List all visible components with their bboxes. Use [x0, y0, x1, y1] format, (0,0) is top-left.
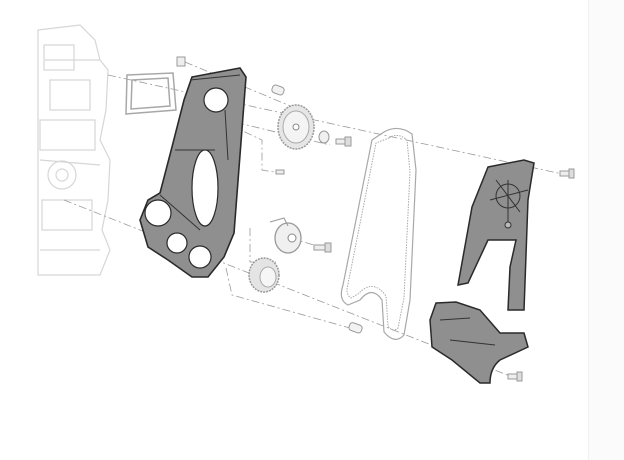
- bolt-small: [275, 169, 285, 175]
- lower-timing-cover: [429, 301, 529, 384]
- page-edge: [588, 0, 624, 460]
- bolt-upper-cover: [559, 168, 575, 179]
- dowel-pin: [176, 56, 186, 67]
- washer: [318, 130, 330, 144]
- bolt-lower-cover: [507, 371, 523, 382]
- rear-timing-cover: [139, 67, 247, 278]
- gasket: [125, 72, 177, 115]
- upper-timing-cover: [457, 159, 535, 311]
- bolt-tensioner: [313, 242, 332, 253]
- crankshaft-gear: [248, 257, 280, 293]
- engine-block-ghost: [37, 24, 111, 276]
- timing-belt: [340, 127, 417, 340]
- bolt-camshaft: [335, 136, 352, 147]
- tensioner-pulley: [269, 217, 302, 254]
- camshaft-pulley: [277, 104, 315, 150]
- spacer-upper: [271, 84, 285, 96]
- spacer-lower: [348, 322, 363, 334]
